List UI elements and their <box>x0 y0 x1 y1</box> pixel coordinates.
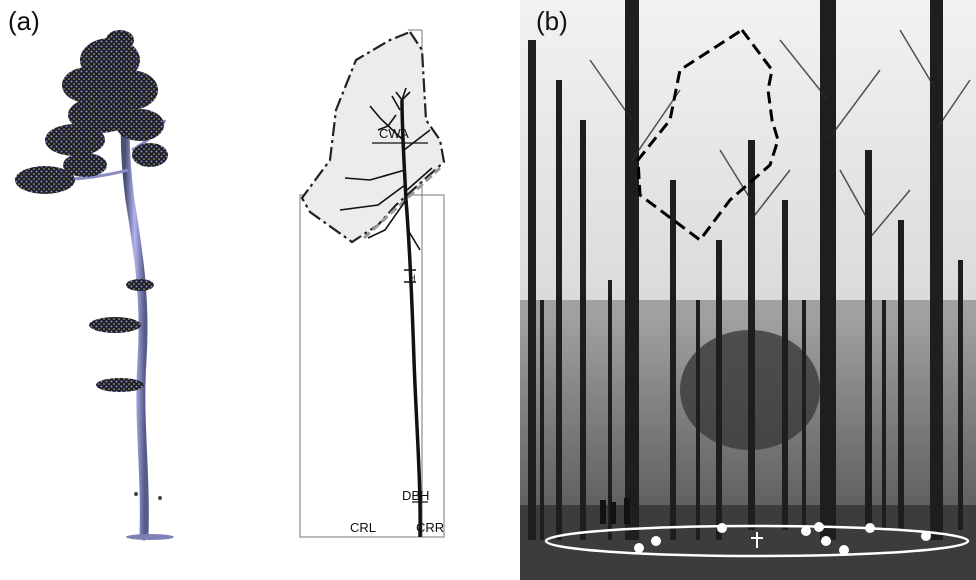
panel-a-figure: CWA H DBH CRL CRR <box>0 0 520 580</box>
point-cloud-tree <box>15 30 174 540</box>
panel-b-label: (b) <box>536 6 568 37</box>
panel-b-forest-photo <box>520 0 976 580</box>
dbh-label: DBH <box>402 488 429 503</box>
tree-schematic: CWA H DBH CRL CRR <box>300 30 444 537</box>
crl-label: CRL <box>350 520 376 535</box>
crr-label: CRR <box>416 520 444 535</box>
cwa-label: CWA <box>379 126 409 141</box>
h-label: H <box>409 273 416 283</box>
crown-projection-polygon <box>302 32 444 242</box>
